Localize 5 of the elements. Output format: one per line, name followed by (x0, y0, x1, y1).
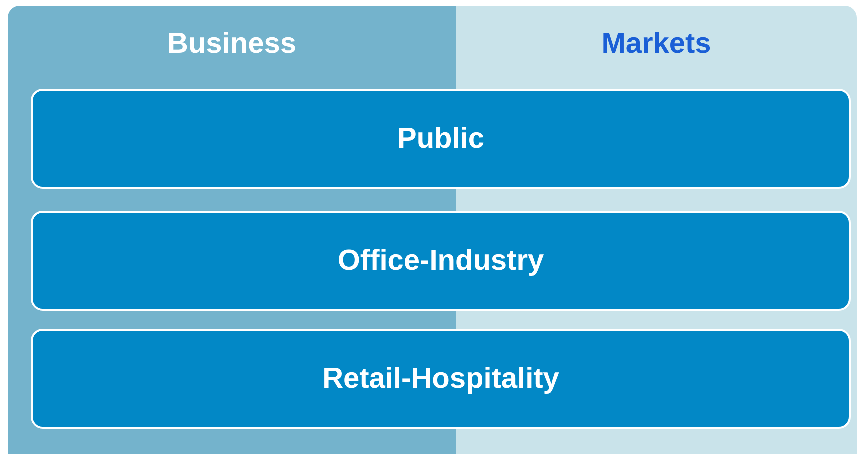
category-bar: Retail-Hospitality (31, 329, 851, 429)
category-bar: Office-Industry (31, 211, 851, 311)
column-heading: Business (166, 28, 298, 61)
category-bar: Public (31, 89, 851, 189)
column-heading: Markets (600, 28, 712, 61)
